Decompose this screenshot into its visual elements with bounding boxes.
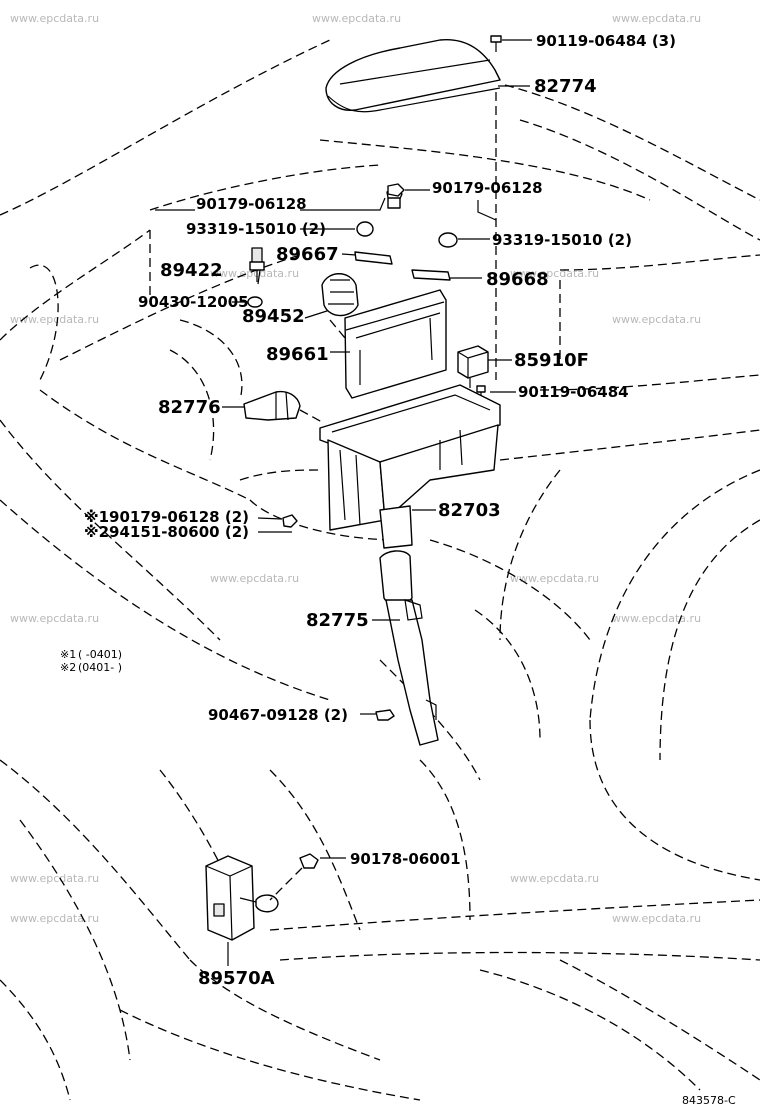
note-mark: ※1 [60, 648, 76, 661]
watermark: www.epcdata.ru [210, 267, 299, 280]
callout-93319-15010-a: 93319-15010 (2) [186, 220, 326, 238]
callout-90179-06128-a: 90179-06128 [196, 195, 307, 213]
watermarks: www.epcdata.ru www.epcdata.ru www.epcdat… [10, 12, 701, 925]
gasket-icon [354, 251, 451, 281]
watermark: www.epcdata.ru [210, 572, 299, 585]
transponder-unit [205, 855, 279, 966]
clip-icon [375, 709, 395, 721]
callout-90119-06484: 90119-06484 [518, 383, 629, 401]
callout-90179-06128-2: ※190179-06128 (2) [84, 508, 249, 526]
sensor-icon [247, 247, 265, 308]
relay-icon [457, 345, 489, 388]
note-range: ( -0401) [78, 648, 122, 661]
callout-90178-06001: 90178-06001 [350, 850, 461, 868]
nut-icon [387, 183, 405, 197]
watermark: www.epcdata.ru [612, 12, 701, 25]
callout-90119-06484-3: 90119-06484 (3) [536, 32, 676, 50]
watermark: www.epcdata.ru [10, 12, 99, 25]
connector-icon [321, 273, 359, 339]
callout-90179-06128-b: 90179-06128 [432, 179, 543, 197]
callout-90467-09128-2: 90467-09128 (2) [208, 706, 348, 724]
duct-hose [379, 550, 439, 746]
watermark: www.epcdata.ru [312, 12, 401, 25]
watermark: www.epcdata.ru [612, 612, 701, 625]
callout-82776: 82776 [158, 397, 221, 418]
applicability-notes: ※1 ( -0401) ※2 (0401- ) [60, 648, 122, 674]
watermark: www.epcdata.ru [10, 612, 99, 625]
diagram-reference: 843578-C [682, 1094, 736, 1107]
callout-89452: 89452 [242, 306, 305, 327]
bolt-icon [490, 35, 502, 52]
duct-elbow [243, 390, 301, 421]
relay-box-cover [325, 38, 501, 113]
callout-85910F: 85910F [514, 350, 589, 371]
watermark: www.epcdata.ru [612, 912, 701, 925]
nut-icon [299, 853, 319, 869]
vehicle-body-outline [0, 39, 760, 1101]
callouts: 90119-06484 (3) 82774 90179-06128 90179-… [84, 32, 676, 989]
callout-82775: 82775 [306, 610, 369, 631]
washer-icon [356, 221, 458, 248]
callout-90430-12005: 90430-12005 [138, 293, 249, 311]
ecu-unit [344, 289, 447, 399]
callout-89667: 89667 [276, 244, 339, 265]
watermark: www.epcdata.ru [10, 912, 99, 925]
watermark: www.epcdata.ru [510, 872, 599, 885]
watermark: www.epcdata.ru [10, 313, 99, 326]
watermark: www.epcdata.ru [10, 872, 99, 885]
callout-89668: 89668 [486, 269, 549, 290]
callout-89570A: 89570A [198, 968, 275, 989]
callout-89661: 89661 [266, 344, 329, 365]
callout-82774: 82774 [534, 76, 597, 97]
watermark: www.epcdata.ru [612, 313, 701, 326]
relay-box-body [319, 384, 501, 549]
callout-94151-80600-2: ※294151-80600 (2) [84, 523, 249, 541]
callout-93319-15010-b: 93319-15010 (2) [492, 231, 632, 249]
callout-82703: 82703 [438, 500, 501, 521]
watermark: www.epcdata.ru [510, 572, 599, 585]
nut-icon [282, 514, 298, 528]
note-range: (0401- ) [78, 661, 122, 674]
note-mark: ※2 [60, 661, 76, 674]
callout-89422: 89422 [160, 260, 223, 281]
